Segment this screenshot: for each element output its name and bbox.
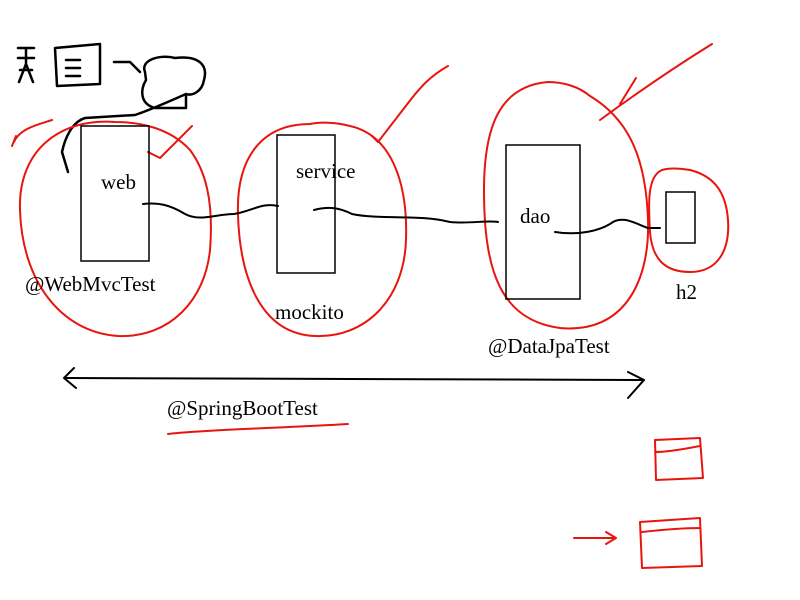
checkmark-icon (11, 119, 53, 147)
connector-line (60, 92, 188, 174)
stick-figure-icon (16, 46, 36, 84)
h2-label: h2 (676, 280, 697, 304)
dao-label: dao (520, 204, 551, 228)
arrow-icon (573, 531, 617, 545)
datajpa-scope-circle (483, 81, 650, 330)
table-icon-1 (654, 437, 704, 481)
legend-doodle (16, 42, 207, 174)
wires (142, 202, 661, 235)
webmvc-scope-circle (18, 120, 212, 338)
h2-box (665, 191, 696, 244)
service-box (276, 134, 336, 274)
cloud-icon (141, 55, 207, 110)
web-box (80, 125, 150, 262)
component-boxes (80, 125, 696, 300)
arrow-head-left (63, 367, 77, 389)
dao-h2-wire (554, 218, 661, 235)
arrow-head-right (627, 371, 645, 399)
springboot-underline (167, 423, 349, 435)
connector-line (112, 60, 142, 74)
checkmark-icon (599, 43, 713, 121)
web-service-wire (142, 202, 279, 219)
mockito-label: mockito (275, 300, 344, 324)
checkmark-icon (147, 125, 193, 159)
highlight-layer (11, 43, 730, 569)
web-label: web (101, 170, 136, 194)
service-label: service (296, 159, 356, 183)
datajpatest-label: @DataJpaTest (488, 334, 610, 358)
service-dao-wire (313, 206, 499, 224)
springboottest-label: @SpringBootTest (167, 396, 318, 420)
mockito-scope-circle (236, 121, 408, 338)
h2-scope-circle (648, 167, 730, 273)
table-icon-2 (639, 517, 703, 569)
document-icon (53, 42, 102, 88)
webmvctest-label: @WebMvcTest (25, 272, 156, 296)
checkmark-icon (371, 65, 449, 143)
dao-box (505, 144, 581, 300)
springboot-scope-arrow (63, 367, 645, 399)
